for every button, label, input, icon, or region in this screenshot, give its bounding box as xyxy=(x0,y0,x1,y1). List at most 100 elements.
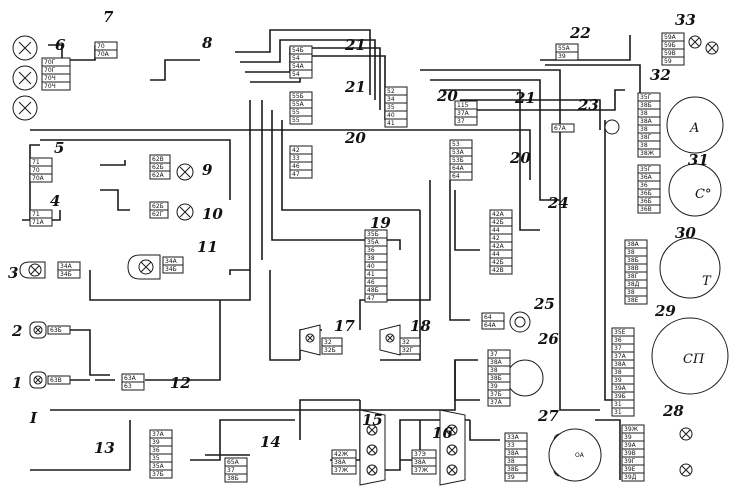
wire-code: 32Г xyxy=(402,347,414,354)
wire-code: 35Е xyxy=(614,329,626,336)
wire-code: 38 xyxy=(640,126,648,133)
wire-code: 39Б xyxy=(614,393,626,400)
wire-code: 36Б xyxy=(640,190,652,197)
component-label-33: 33 xyxy=(675,11,696,29)
connector-block-2: 63Б xyxy=(47,325,71,335)
fuel-symbol: T xyxy=(702,274,712,289)
lamp-18 xyxy=(379,324,401,356)
wire-code: 42Б xyxy=(492,259,504,266)
horn-25 xyxy=(509,311,531,333)
component-label-13: 13 xyxy=(94,439,115,457)
wire-code: 67А xyxy=(554,125,567,132)
lamp-15 xyxy=(359,409,386,486)
wire-code: 37 xyxy=(490,351,498,358)
component-label-16: 16 xyxy=(432,424,453,442)
component-label-30: 30 xyxy=(675,224,696,242)
wire-code: 36 xyxy=(367,247,375,254)
component-label-21b: 21 xyxy=(344,78,366,96)
component-label-32: 32 xyxy=(650,66,671,84)
wire-code: 54 xyxy=(292,71,300,78)
wire-code: 48Б xyxy=(367,287,379,294)
wire-code: 35Г xyxy=(640,166,652,173)
wire-code: 39А xyxy=(624,442,637,449)
wire-code: 54 xyxy=(292,55,300,62)
wire-code: 38Д xyxy=(627,281,640,288)
wire-code: 55А xyxy=(292,101,305,108)
wire-code: 44 xyxy=(492,227,500,234)
connector-block-1: 63В xyxy=(47,375,71,385)
wire-code: 38 xyxy=(640,110,648,117)
component-label-27: 27 xyxy=(537,407,559,425)
wire-code: 64А xyxy=(484,322,497,329)
wire-code: 42Б xyxy=(492,219,504,226)
wire-code: 70Ч xyxy=(44,75,56,82)
component-label-5: 5 xyxy=(54,139,64,157)
wire-code: 38В xyxy=(627,265,639,272)
wire-code: 38А xyxy=(334,459,347,466)
wire-code: 63 xyxy=(124,383,132,390)
wire-code: 53Б xyxy=(452,157,464,164)
wire-code: 36 xyxy=(640,182,648,189)
wire-code: 37Б xyxy=(152,471,164,478)
wire-code: 39А xyxy=(614,385,627,392)
wire-code: 35А xyxy=(367,239,380,246)
gauges xyxy=(506,96,729,482)
wire-code: 37Б xyxy=(490,391,502,398)
wire-code: 39Е xyxy=(624,466,636,473)
component-label-21a: 21 xyxy=(344,36,366,54)
lamp-11 xyxy=(127,254,161,280)
wire-code: 70 xyxy=(32,167,40,174)
wire-code: 42 xyxy=(292,147,300,154)
wire-code: 37Э xyxy=(414,451,426,458)
wire-code: 38Г xyxy=(640,134,652,141)
wire-code: 70Г xyxy=(44,59,56,66)
wire-code: 39 xyxy=(558,53,566,60)
wire-code: 115 xyxy=(457,102,469,109)
wire-code: 62В xyxy=(152,156,164,163)
wire-code: 38Е xyxy=(627,297,639,304)
lamp-33 xyxy=(688,35,719,55)
component-label-28: 28 xyxy=(662,402,684,420)
wire-code: 38 xyxy=(627,249,635,256)
component-label-15: 15 xyxy=(362,411,383,429)
component-label-9: 9 xyxy=(202,161,213,179)
component-label-24: 24 xyxy=(547,194,569,212)
wire-code: 33А xyxy=(507,434,520,441)
wire-code: 34А xyxy=(60,263,73,270)
component-label-6: 6 xyxy=(55,36,66,54)
wire-code: 70 xyxy=(97,43,105,50)
wire-code: 71А xyxy=(32,219,45,226)
wire-code: 38А xyxy=(490,359,503,366)
wire-code: 35А xyxy=(152,463,165,470)
wire-code: 38 xyxy=(627,289,635,296)
wire-code: 38Б xyxy=(627,257,639,264)
lamp-17 xyxy=(299,324,321,356)
wire-code: 38 xyxy=(490,367,498,374)
ammeter-symbol: A xyxy=(689,121,699,136)
component-label-22: 22 xyxy=(569,24,591,42)
wire-code: 33 xyxy=(292,155,300,162)
wire-code: 38А xyxy=(614,361,627,368)
wire-code: 62Б xyxy=(152,164,164,171)
wire-code: 36А xyxy=(640,174,653,181)
wire-code: 70Ч xyxy=(44,83,56,90)
wire-code: 64А xyxy=(452,165,465,172)
wire-code: 39 xyxy=(507,474,515,481)
ammeter-gauge xyxy=(666,96,724,154)
wire-code: 35 xyxy=(387,104,395,111)
wire-code: 37 xyxy=(457,118,465,125)
